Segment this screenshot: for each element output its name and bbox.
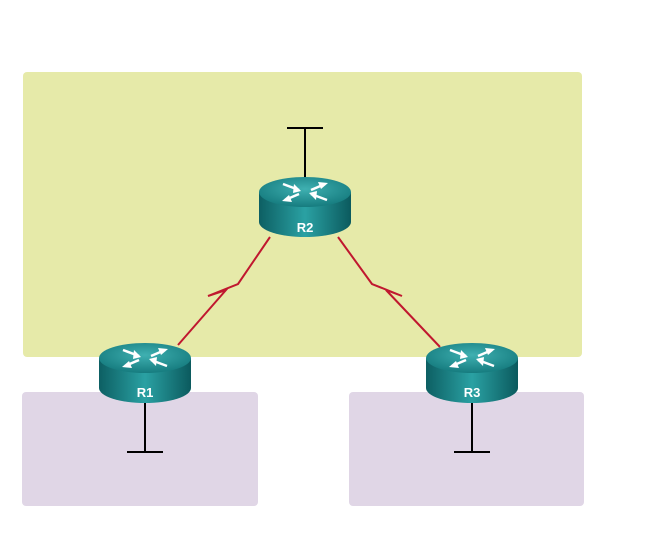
serial-link-r2-r3 <box>337 236 441 348</box>
lan-area-r1 <box>22 392 258 506</box>
serial-link-r1-r2 <box>177 236 271 346</box>
lan-area-r3 <box>349 392 584 506</box>
router-r3-label: R3 <box>463 385 481 400</box>
router-r2-label: R2 <box>296 220 314 235</box>
router-r1-label: R1 <box>136 385 154 400</box>
lan-links <box>127 127 490 453</box>
